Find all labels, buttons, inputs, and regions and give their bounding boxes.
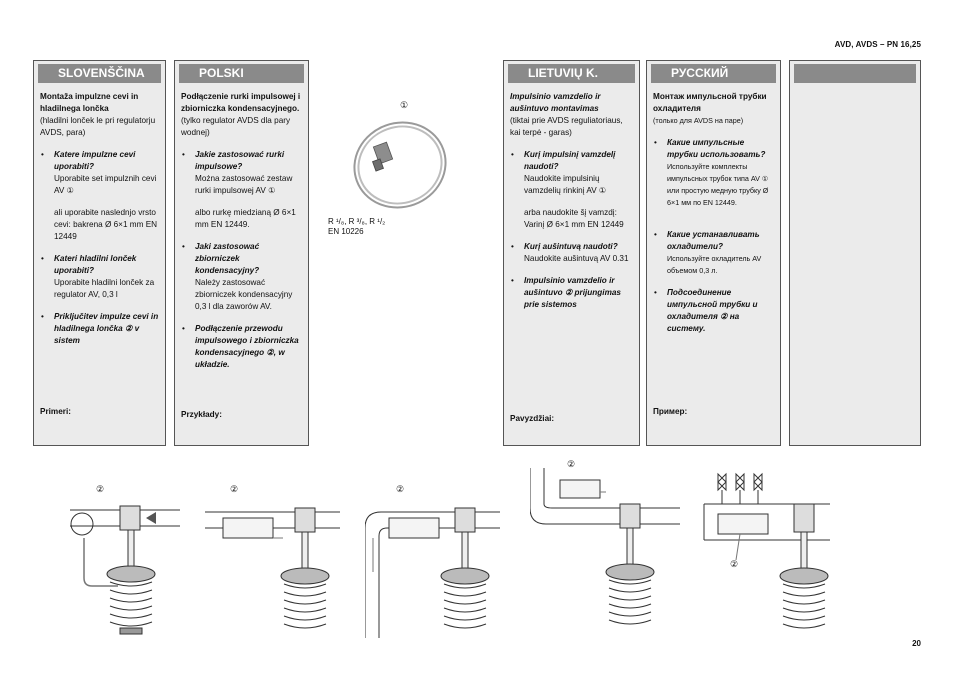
examples-label: Primeri: bbox=[40, 407, 71, 416]
installation-example-4 bbox=[530, 468, 680, 625]
column-body: Montaža impulzne cevi in hladilnega lonč… bbox=[40, 91, 159, 347]
heading: Монтаж импульсной трубки охладителя bbox=[653, 92, 767, 113]
pipe-set-marker: ① bbox=[400, 100, 409, 110]
heading-note: (только для AVDS на паре) bbox=[653, 116, 744, 125]
list-item: Priključitev impulze cevi in hladilnega … bbox=[40, 311, 159, 347]
examples-label: Pavyzdžiai: bbox=[510, 414, 555, 423]
column-lietuviu: LIETUVIŲ K. Impulsinio vamzdelio ir auši… bbox=[503, 60, 640, 446]
column-body: Монтаж импульсной трубки охладителя (тол… bbox=[653, 91, 774, 335]
heading: Podłączenie rurki impulsowej i zbiornicz… bbox=[181, 92, 301, 113]
column-slovenscina: SLOVENŠČINA Montaža impulzne cevi in hla… bbox=[33, 60, 166, 446]
column-title: LIETUVIŲ K. bbox=[508, 64, 635, 83]
figure-2-marker: ② bbox=[230, 484, 239, 494]
examples-label: Пример: bbox=[653, 407, 688, 416]
list-item: Podłączenie przewodu impulsowego i zbior… bbox=[181, 323, 302, 371]
column-empty bbox=[789, 60, 921, 446]
pipe-set-thread-label: R ¹/₈, R ³/₈, R ¹/₂ bbox=[328, 217, 386, 226]
document-header: AVD, AVDS – PN 16,25 bbox=[834, 40, 921, 49]
pipe-set-standard-label: EN 10226 bbox=[328, 227, 364, 236]
list-item: Katere impulzne cevi uporabiti? Uporabit… bbox=[40, 149, 159, 243]
list-item: Какие устанавливать охладители? Использу… bbox=[653, 229, 774, 277]
list-item: Kurį aušintuvą naudoti? Naudokite aušint… bbox=[510, 241, 633, 265]
column-title: POLSKI bbox=[179, 64, 304, 83]
column-body: Podłączenie rurki impulsowej i zbiornicz… bbox=[181, 91, 302, 371]
installation-example-2 bbox=[205, 507, 340, 629]
list-item: Kurį impulsinį vamzdelį naudoti? Naudoki… bbox=[510, 149, 633, 231]
figure-5-marker: ② bbox=[730, 559, 739, 569]
heading-note: (tylko regulator AVDS dla pary wodnej) bbox=[181, 116, 291, 137]
heading: Impulsinio vamzdelio ir aušintuvo montav… bbox=[510, 92, 601, 113]
installation-example-5 bbox=[703, 472, 830, 629]
figure-1-marker: ② bbox=[96, 484, 105, 494]
column-title: РУССКИЙ bbox=[651, 64, 776, 83]
list-item: Jaki zastosować zbiorniczek kondensacyjn… bbox=[181, 241, 302, 313]
column-russkiy: РУССКИЙ Монтаж импульсной трубки охладит… bbox=[646, 60, 781, 446]
figure-4-marker: ② bbox=[567, 459, 576, 469]
list-item: Jakie zastosować rurki impulsowe? Można … bbox=[181, 149, 302, 231]
installation-example-3 bbox=[365, 507, 500, 638]
installation-example-1 bbox=[70, 505, 180, 635]
column-title bbox=[794, 64, 916, 83]
impulse-tube-set-illustration bbox=[353, 121, 447, 209]
page-number: 20 bbox=[912, 639, 921, 648]
column-body: Impulsinio vamzdelio ir aušintuvo montav… bbox=[510, 91, 633, 311]
examples-label: Przykłady: bbox=[181, 410, 222, 419]
heading-note: (tiktai prie AVDS reguliatoriaus, kai te… bbox=[510, 116, 623, 137]
column-title: SLOVENŠČINA bbox=[38, 64, 161, 83]
list-item: Какие импульсные трубки использовать? Ис… bbox=[653, 137, 774, 209]
list-item: Impulsinio vamzdelio ir aušintuvo ② prij… bbox=[510, 275, 633, 311]
list-item: Подсоединение импульсной трубки и охлади… bbox=[653, 287, 774, 335]
figure-3-marker: ② bbox=[396, 484, 405, 494]
column-polski: POLSKI Podłączenie rurki impulsowej i zb… bbox=[174, 60, 309, 446]
list-item: Kateri hladilni lonček uporabiti? Uporab… bbox=[40, 253, 159, 301]
heading: Montaža impulzne cevi in hladilnega lonč… bbox=[40, 92, 139, 113]
heading-note: (hladilni lonček le pri regulatorju AVDS… bbox=[40, 116, 156, 137]
